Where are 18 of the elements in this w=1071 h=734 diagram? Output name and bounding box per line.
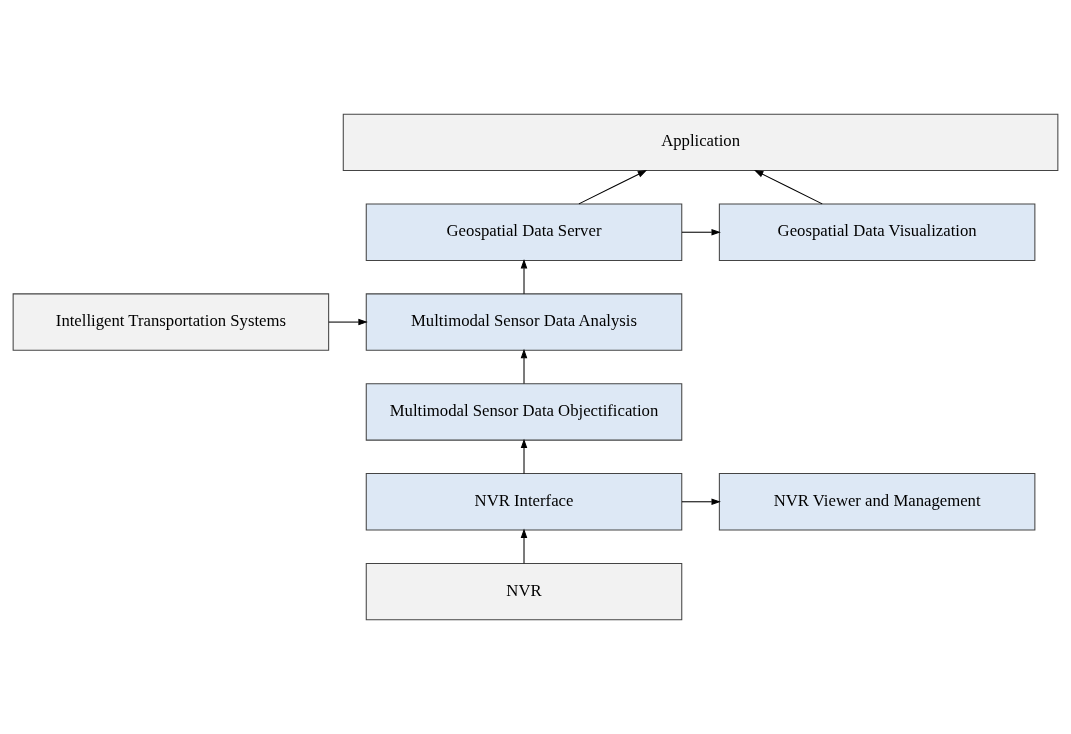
arrow [681,228,721,236]
node-box: Application [342,113,1059,172]
node-box: NVR [365,562,683,621]
node-box: Multimodal Sensor Data Analysis [365,293,683,351]
node-box: Geospatial Data Server [365,203,683,261]
node-box: NVR Viewer and Management [718,473,1036,531]
node-box: Multimodal Sensor Data Objectification [365,383,683,441]
arrow [754,170,823,205]
arrow [681,498,721,506]
arrow [520,438,528,474]
arrow [520,348,528,385]
arrow [520,528,528,564]
arrow [328,318,368,326]
node-box: Geospatial Data Visualization [718,203,1036,261]
arrow [520,258,528,295]
node-box: Intelligent Transportation Systems [12,293,330,351]
arrow [578,170,648,205]
node-box: NVR Interface [365,473,683,531]
